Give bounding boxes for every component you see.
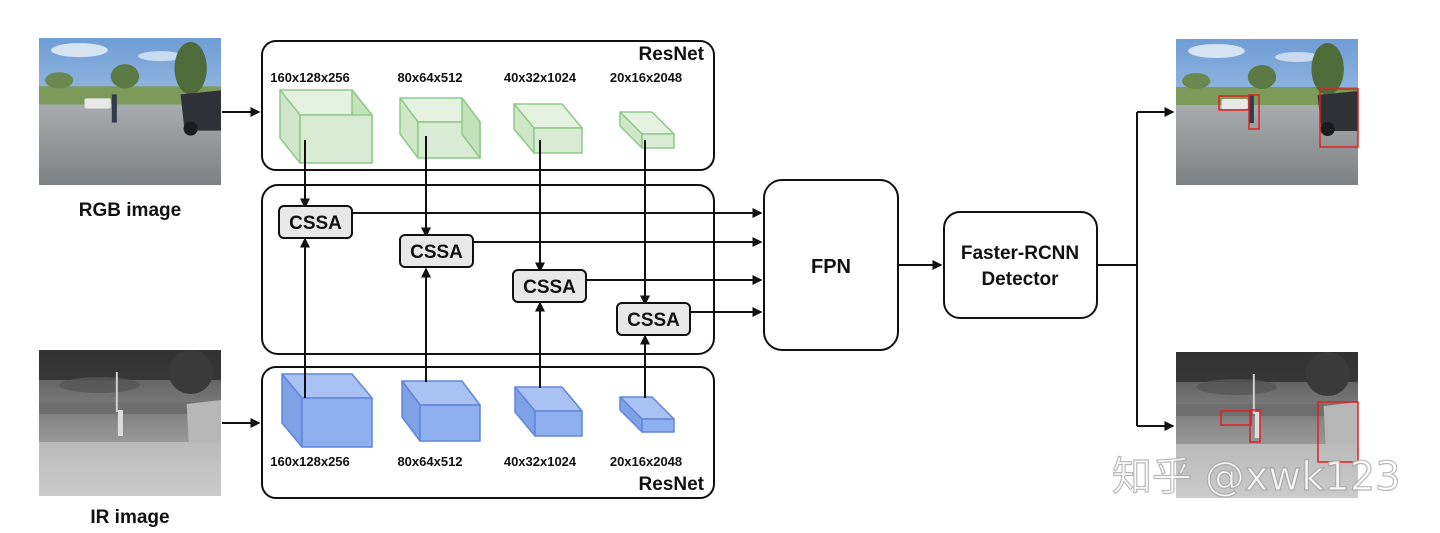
cssa-block-3: CSSA xyxy=(512,269,587,303)
rgb-stage-4-dims: 20x16x2048 xyxy=(610,70,682,85)
ir-stage-4-dims: 20x16x2048 xyxy=(610,454,682,469)
ir-feature-cube-3 xyxy=(514,386,583,437)
cssa-4-label: CSSA xyxy=(627,310,680,331)
ir-detection-box-truck xyxy=(1317,401,1359,463)
ir-image-label: IR image xyxy=(90,507,169,528)
rgb-feature-cube-4 xyxy=(619,111,675,149)
ir-resnet-container xyxy=(261,366,715,499)
watermark: 知乎 @xwk123 xyxy=(1112,454,1401,500)
ir-feature-cube-1 xyxy=(281,373,373,448)
ir-resnet-label: ResNet xyxy=(639,474,705,495)
rgb-feature-cube-3 xyxy=(513,103,583,154)
rgb-feature-cube-1 xyxy=(279,89,373,164)
ir-stage-2-dims: 80x64x512 xyxy=(397,454,462,469)
rgb-detection-box-person xyxy=(1248,94,1260,130)
fusion-container xyxy=(261,184,715,355)
ir-feature-cube-2 xyxy=(401,380,481,442)
cssa-2-label: CSSA xyxy=(410,242,463,263)
cssa-block-4: CSSA xyxy=(616,302,691,336)
rgb-image-label: RGB image xyxy=(79,200,181,221)
rgb-feature-cube-2 xyxy=(399,97,481,159)
rgb-stage-2-dims: 80x64x512 xyxy=(397,70,462,85)
cssa-block-1: CSSA xyxy=(278,205,353,239)
ir-detection-box-person xyxy=(1249,409,1261,443)
rgb-stage-1-dims: 160x128x256 xyxy=(270,70,350,85)
ir-feature-cube-4 xyxy=(619,396,675,433)
cssa-1-label: CSSA xyxy=(289,213,342,234)
rgb-output-image xyxy=(1176,39,1359,185)
rgb-input-image xyxy=(39,38,221,185)
rgb-resnet-container xyxy=(261,40,715,171)
cssa-block-2: CSSA xyxy=(399,234,474,268)
ir-stage-3-dims: 40x32x1024 xyxy=(504,454,577,469)
ir-output-image xyxy=(1176,352,1359,498)
fpn-label: FPN xyxy=(811,256,851,278)
detector-block: Faster-RCNN Detector xyxy=(943,211,1098,319)
ir-stage-1-dims: 160x128x256 xyxy=(270,454,350,469)
rgb-detection-box-truck xyxy=(1319,88,1359,148)
cssa-3-label: CSSA xyxy=(523,277,576,298)
ir-detection-box-car xyxy=(1220,410,1252,426)
detector-label-line2: Detector xyxy=(981,269,1059,290)
detector-label-line1: Faster-RCNN xyxy=(961,243,1079,264)
fpn-block: FPN xyxy=(763,179,899,351)
ir-input-image xyxy=(39,350,221,496)
rgb-stage-3-dims: 40x32x1024 xyxy=(504,70,577,85)
rgb-resnet-label: ResNet xyxy=(639,44,705,65)
